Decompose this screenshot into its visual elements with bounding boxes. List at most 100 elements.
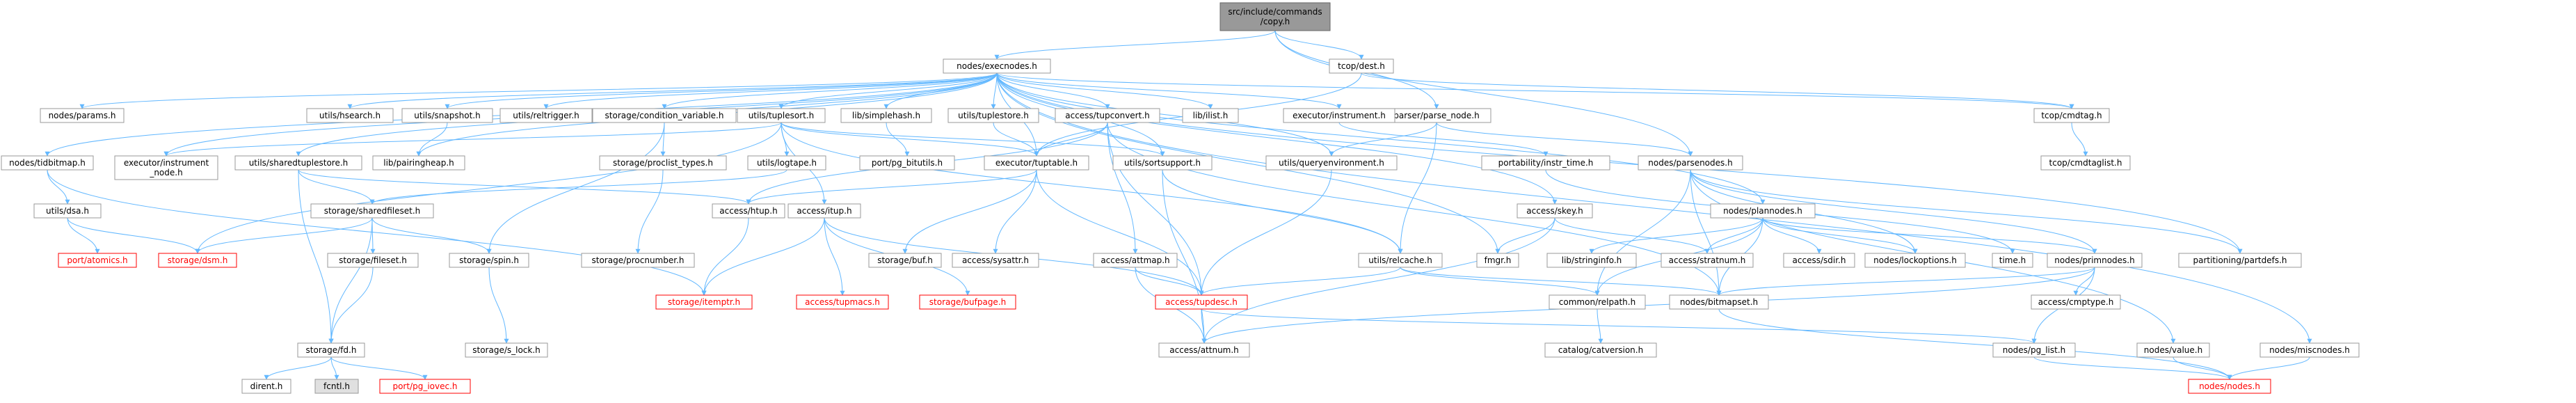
node-storage-spin[interactable]: storage/spin.h [449,253,529,268]
node-utils-sortsupport[interactable]: utils/sortsupport.h [1112,155,1213,171]
edge-nodes-execnodes-to-utils-snapshot [445,72,998,109]
node-label: storage/itemptr.h [668,297,740,307]
node-access-htup[interactable]: access/htup.h [712,203,785,219]
node-box [1265,155,1398,171]
node-executor-instrument-node[interactable]: executor/instrument_node.h [114,155,218,180]
node-lib-pairingheap[interactable]: lib/pairingheap.h [372,155,465,171]
node-nodes-nodes[interactable]: nodes/nodes.h [2188,379,2271,394]
edge-executor-tuptable-to-access-htup [746,169,1037,205]
node-access-stratnum[interactable]: access/stratnum.h [1661,253,1754,268]
node-storage-itemptr[interactable]: storage/itemptr.h [655,294,753,310]
node-portability-instr-time[interactable]: portability/instr_time.h [1481,155,1610,171]
node-catalog-catversion[interactable]: catalog/catversion.h [1544,342,1657,358]
node-utils-snapshot[interactable]: utils/snapshot.h [401,108,493,123]
node-fmgr[interactable]: fmgr.h [1476,253,1519,268]
edge-nodes-plannodes-to-access-sdir [1762,217,1822,254]
node-utils-tuplestore[interactable]: utils/tuplestore.h [947,108,1039,123]
node-parser-parse-node[interactable]: parser/parse_node.h [1382,108,1491,123]
node-box [599,155,727,171]
node-box [1710,203,1816,219]
node-nodes-miscnodes[interactable]: nodes/miscnodes.h [2259,342,2360,358]
edge-parser-parse-node-to-utils-relcache [1398,122,1437,254]
node-storage-buf[interactable]: storage/buf.h [868,253,942,268]
node-access-attnum[interactable]: access/attnum.h [1158,342,1250,358]
node-label: access/attmap.h [1101,255,1169,265]
edge-nodes-parsenodes-to-partitioning-partdefs [1690,169,2243,254]
node-utils-dsa[interactable]: utils/dsa.h [33,203,102,219]
node-utils-logtape[interactable]: utils/logtape.h [747,155,826,171]
node-nodes-tidbitmap[interactable]: nodes/tidbitmap.h [1,155,94,171]
node-partitioning-partdefs[interactable]: partitioning/partdefs.h [2178,253,2302,268]
node-root: src/include/commands/copy.h [1219,2,1331,31]
node-nodes-lockoptions[interactable]: nodes/lockoptions.h [1864,253,1966,268]
node-time[interactable]: time.h [1992,253,2033,268]
node-box [310,203,434,219]
edge-nodes-plannodes-to-lib-stringinfo [1589,217,1763,254]
node-access-cmptype[interactable]: access/cmptype.h [2031,294,2121,310]
node-nodes-params[interactable]: nodes/params.h [40,108,125,123]
node-box [1112,155,1213,171]
node-box [747,155,826,171]
node-label: port/pg_iovec.h [392,381,457,391]
node-fcntl[interactable]: fcntl.h [314,379,359,394]
node-dirent[interactable]: dirent.h [241,379,291,394]
node-utils-hsearch[interactable]: utils/hsearch.h [306,108,394,123]
node-storage-dsm[interactable]: storage/dsm.h [158,253,237,268]
node-tcop-dest[interactable]: tcop/dest.h [1329,58,1394,74]
node-storage-fileset[interactable]: storage/fileset.h [327,253,419,268]
node-storage-condition-variable[interactable]: storage/condition_variable.h [592,108,737,123]
node-box [1093,253,1178,268]
node-storage-bufpage[interactable]: storage/bufpage.h [919,294,1016,310]
node-label: storage/procnumber.h [591,255,684,265]
node-port-pg-iovec[interactable]: port/pg_iovec.h [379,379,471,394]
node-box [592,108,737,123]
node-nodes-plannodes[interactable]: nodes/plannodes.h [1710,203,1816,219]
node-storage-s-lock[interactable]: storage/s_lock.h [465,342,548,358]
node-nodes-bitmapset[interactable]: nodes/bitmapset.h [1669,294,1769,310]
node-lib-stringinfo[interactable]: lib/stringinfo.h [1546,253,1637,268]
node-utils-tuplesort[interactable]: utils/tuplesort.h [737,108,826,123]
node-label: access/stratnum.h [1669,255,1746,265]
node-executor-instrument[interactable]: executor/instrument.h [1283,108,1395,123]
edge-nodes-primnodes-to-access-attnum [1201,267,2095,344]
node-common-relpath[interactable]: common/relpath.h [1549,294,1646,310]
node-access-tupdesc[interactable]: access/tupdesc.h [1155,294,1248,310]
node-nodes-execnodes[interactable]: nodes/execnodes.h [943,58,1051,74]
node-box [499,108,593,123]
node-access-sysattr[interactable]: access/sysattr.h [952,253,1039,268]
node-box [1055,108,1160,123]
edge-utils-sharedtuplestore-to-storage-fd [298,169,334,344]
node-access-itup[interactable]: access/itup.h [787,203,861,219]
node-nodes-primnodes[interactable]: nodes/primnodes.h [2047,253,2143,268]
node-utils-reltrigger[interactable]: utils/reltrigger.h [499,108,593,123]
node-access-skey[interactable]: access/skey.h [1517,203,1593,219]
node-port-atomics[interactable]: port/atomics.h [58,253,137,268]
node-access-tupconvert[interactable]: access/tupconvert.h [1055,108,1160,123]
node-storage-sharedfileset[interactable]: storage/sharedfileset.h [310,203,434,219]
node-nodes-parsenodes[interactable]: nodes/parsenodes.h [1638,155,1743,171]
edge-access-tupdesc-to-nodes-pg-list [1201,308,2037,344]
node-nodes-pg-list[interactable]: nodes/pg_list.h [1992,342,2076,358]
node-access-tupmacs[interactable]: access/tupmacs.h [796,294,889,310]
node-storage-procnumber[interactable]: storage/procnumber.h [581,253,695,268]
node-utils-relcache[interactable]: utils/relcache.h [1358,253,1443,268]
node-box [859,155,955,171]
node-lib-ilist[interactable]: lib/ilist.h [1182,108,1239,123]
node-storage-proclist-types[interactable]: storage/proclist_types.h [599,155,727,171]
node-box [868,253,942,268]
node-storage-fd[interactable]: storage/fd.h [297,342,365,358]
node-access-attmap[interactable]: access/attmap.h [1093,253,1178,268]
node-port-pg-bitutils[interactable]: port/pg_bitutils.h [859,155,955,171]
edge-nodes-execnodes-to-nodes-miscnodes [996,72,2312,344]
node-tcop-cmdtag[interactable]: tcop/cmdtag.h [2033,108,2110,123]
node-utils-sharedtuplestore[interactable]: utils/sharedtuplestore.h [234,155,362,171]
node-label: nodes/nodes.h [2199,381,2260,391]
node-box [2047,253,2143,268]
edge-access-itup-to-access-tupmacs [824,217,845,296]
node-executor-tuptable[interactable]: executor/tuptable.h [984,155,1089,171]
node-nodes-value[interactable]: nodes/value.h [2136,342,2210,358]
node-tcop-cmdtaglist[interactable]: tcop/cmdtaglist.h [2040,155,2131,171]
node-utils-queryenvironment[interactable]: utils/queryenvironment.h [1265,155,1398,171]
node-access-sdir[interactable]: access/sdir.h [1783,253,1855,268]
node-lib-simplehash[interactable]: lib/simplehash.h [840,108,932,123]
